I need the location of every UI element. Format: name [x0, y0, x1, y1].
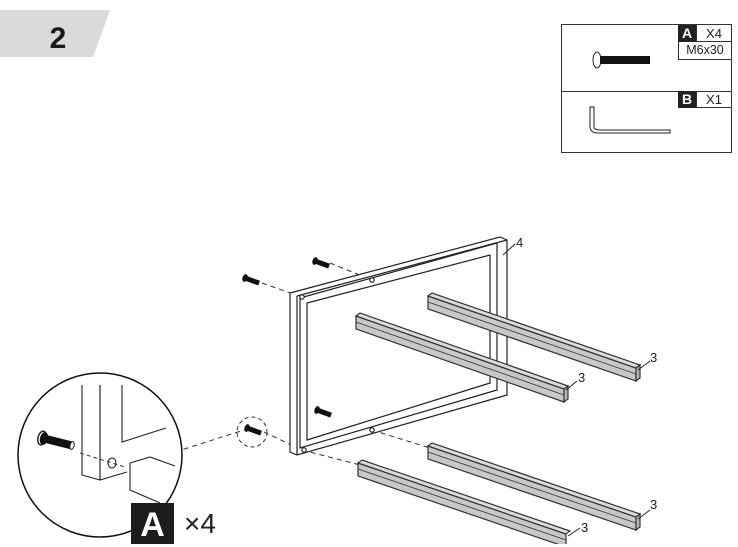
rail-lower-front — [356, 459, 572, 544]
rail-callout-3: 3 — [578, 370, 586, 385]
rail-parts-3 — [354, 292, 642, 544]
part-a-spec: M6x30 — [678, 42, 731, 60]
step-badge: 2 — [0, 10, 110, 57]
bolt-icon — [592, 51, 650, 69]
part-b-row: B X1 — [562, 91, 731, 153]
step-number: 2 — [49, 22, 67, 55]
bolts — [242, 257, 332, 436]
rail-upper-back — [426, 292, 642, 383]
rail-callout-3: 3 — [650, 497, 658, 512]
rail-lower-back — [426, 442, 642, 532]
rail-upper-front — [354, 312, 570, 404]
frame-part-4 — [289, 236, 508, 456]
part-a-letter: A — [678, 25, 696, 42]
part-b-letter: B — [678, 91, 696, 108]
frame-callout-4: 4 — [516, 235, 524, 250]
detail-part-count: ×4 — [184, 508, 216, 539]
parts-list-box: A X4 M6x30 B X1 — [561, 24, 732, 153]
part-b-quantity: X1 — [696, 91, 731, 108]
part-a-quantity: X4 — [696, 25, 731, 42]
bolt-detail-icon — [37, 430, 75, 450]
detail-magnifier — [17, 372, 183, 538]
rail-callout-leaders — [565, 360, 651, 537]
rail-callout-3: 3 — [581, 520, 589, 535]
part-a-row: A X4 M6x30 — [562, 25, 731, 92]
allen-key-icon — [589, 106, 671, 134]
detail-part-letter: A — [131, 503, 174, 544]
step-badge-shape — [0, 10, 110, 57]
detail-highlight-circle — [236, 416, 268, 448]
rail-callout-3: 3 — [650, 350, 658, 365]
